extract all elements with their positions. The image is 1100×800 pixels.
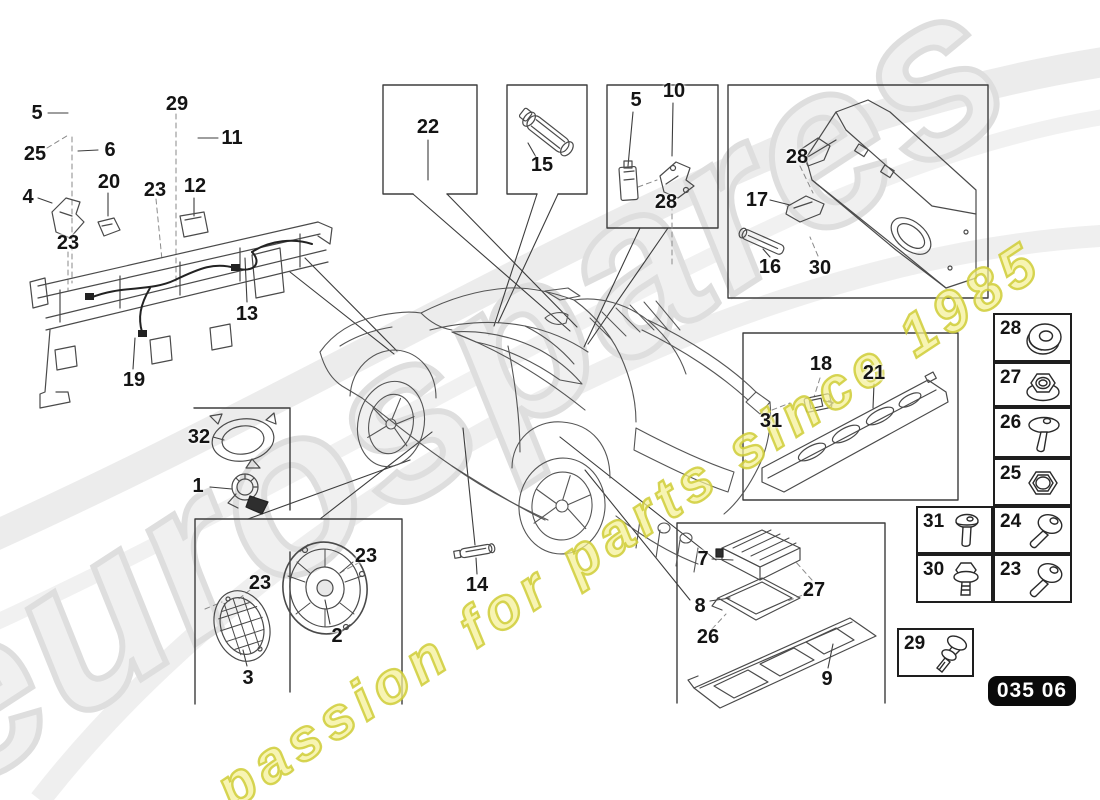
fastener-cell-26: 26	[993, 407, 1072, 458]
section-boxes	[193, 84, 989, 705]
fastener-label: 24	[1000, 511, 1022, 532]
strip-16	[738, 227, 785, 255]
fastener-label: 31	[923, 511, 945, 532]
bracket-10	[659, 161, 695, 199]
front-wheel	[356, 380, 426, 468]
hex-flange-bolt-icon	[953, 562, 979, 596]
part-group-code-badge: 035 06	[988, 676, 1076, 706]
fastener-label: 26	[1000, 412, 1022, 433]
fastener-cell-28: 28	[993, 313, 1072, 362]
expanding-rivet-icon	[936, 635, 968, 673]
speaker-grille-3	[213, 590, 271, 662]
fastener-cell-31: 31	[916, 506, 993, 554]
bracket-4	[51, 197, 85, 239]
fastener-label: 30	[923, 559, 945, 580]
pan-head-screw-icon	[955, 513, 979, 547]
oval-head-screw-icon	[1029, 562, 1063, 598]
fastener-cell-27: 27	[993, 362, 1072, 407]
speaker-ring-32	[209, 412, 277, 469]
rear-wheel	[518, 457, 606, 555]
amplifier-7	[715, 529, 801, 581]
fastener-label: 29	[904, 633, 926, 654]
fastener-cell-25: 25	[993, 458, 1072, 506]
mounting-plate-8	[711, 577, 801, 621]
fastener-cell-23: 23	[993, 554, 1072, 603]
dashboard-crossmember	[29, 197, 333, 409]
sensor-5	[618, 160, 639, 201]
bracket-17	[785, 195, 825, 223]
washer-head-screw-icon	[1028, 416, 1060, 453]
fastener-cell-30: 30	[916, 554, 993, 603]
module-12	[179, 211, 209, 238]
tweeter-1	[227, 473, 269, 515]
car-illustration	[319, 287, 771, 573]
rear-quarter-member	[799, 99, 977, 289]
hex-nut-icon	[1028, 471, 1058, 495]
dashed-leaders	[46, 113, 821, 630]
clip-18	[803, 393, 834, 413]
clip-20	[97, 217, 121, 237]
sill-panel-21	[761, 371, 949, 493]
flanged-washer-nut-icon	[1026, 323, 1062, 355]
fastener-label: 28	[1000, 318, 1022, 339]
fastener-label: 23	[1000, 559, 1022, 580]
tray-9	[687, 617, 877, 709]
flange-nut-icon	[1026, 373, 1060, 402]
fastener-label: 25	[1000, 463, 1022, 484]
fastener-cell-24: 24	[993, 506, 1072, 554]
fastener-label: 27	[1000, 367, 1022, 388]
microphone-15	[518, 107, 574, 157]
speaker-woofer-2	[282, 541, 368, 635]
microphone-14	[453, 543, 496, 559]
oval-head-screw-icon	[1029, 513, 1063, 549]
fastener-cell-29: 29	[897, 628, 974, 677]
